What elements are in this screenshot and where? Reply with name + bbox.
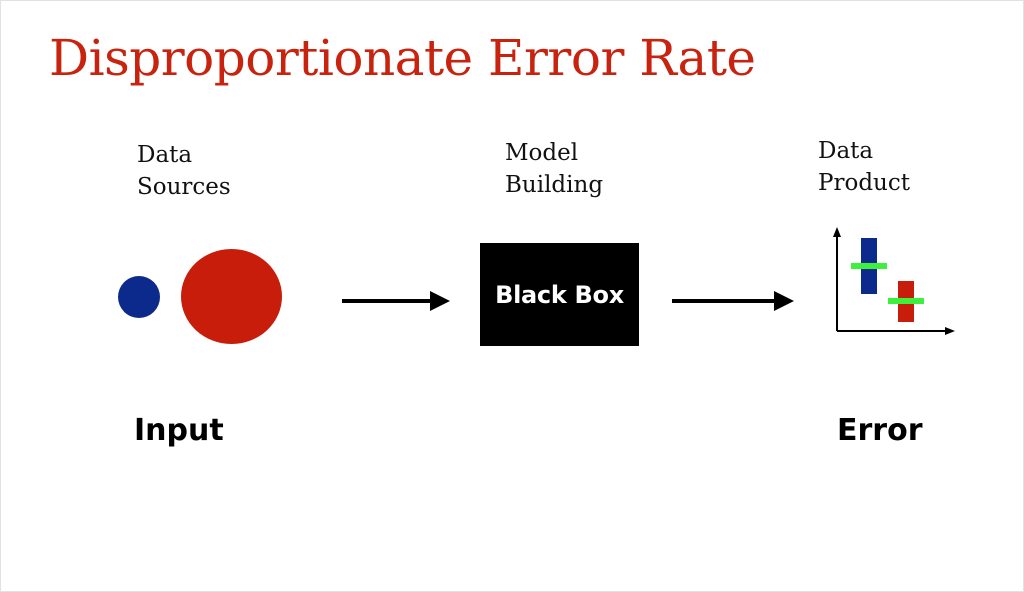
- model-building-label: Model Building: [505, 137, 603, 201]
- right-arrow-icon: [672, 291, 794, 311]
- blue-mean-marker: [851, 263, 887, 269]
- data-product-label: Data Product: [818, 135, 910, 199]
- small-blue-data-source: [118, 276, 160, 318]
- data-sources-label: Data Sources: [137, 139, 231, 203]
- black-box: Black Box: [480, 243, 639, 346]
- right-arrow-icon: [342, 291, 450, 311]
- model-building-label-line1: Model: [505, 140, 579, 166]
- data-product-label-line2: Product: [818, 170, 910, 196]
- data-sources-label-line2: Sources: [137, 174, 231, 200]
- chart-x-axis-arrowhead: [945, 327, 955, 335]
- error-bar-chart-icon: [833, 227, 955, 335]
- data-product-label-line1: Data: [818, 138, 874, 164]
- data-sources-label-line1: Data: [137, 142, 193, 168]
- arrow-shaft: [342, 299, 432, 303]
- chart-y-axis-arrowhead: [833, 227, 841, 237]
- arrow-head: [774, 291, 794, 311]
- input-label: Input: [134, 413, 224, 448]
- arrow-head: [430, 291, 450, 311]
- red-mean-marker: [888, 298, 924, 304]
- arrow-shaft: [672, 299, 776, 303]
- large-red-data-source: [181, 249, 282, 344]
- error-label: Error: [837, 413, 923, 448]
- model-building-label-line2: Building: [505, 172, 604, 198]
- black-box-label: Black Box: [495, 280, 624, 309]
- slide-title: Disproportionate Error Rate: [49, 29, 756, 87]
